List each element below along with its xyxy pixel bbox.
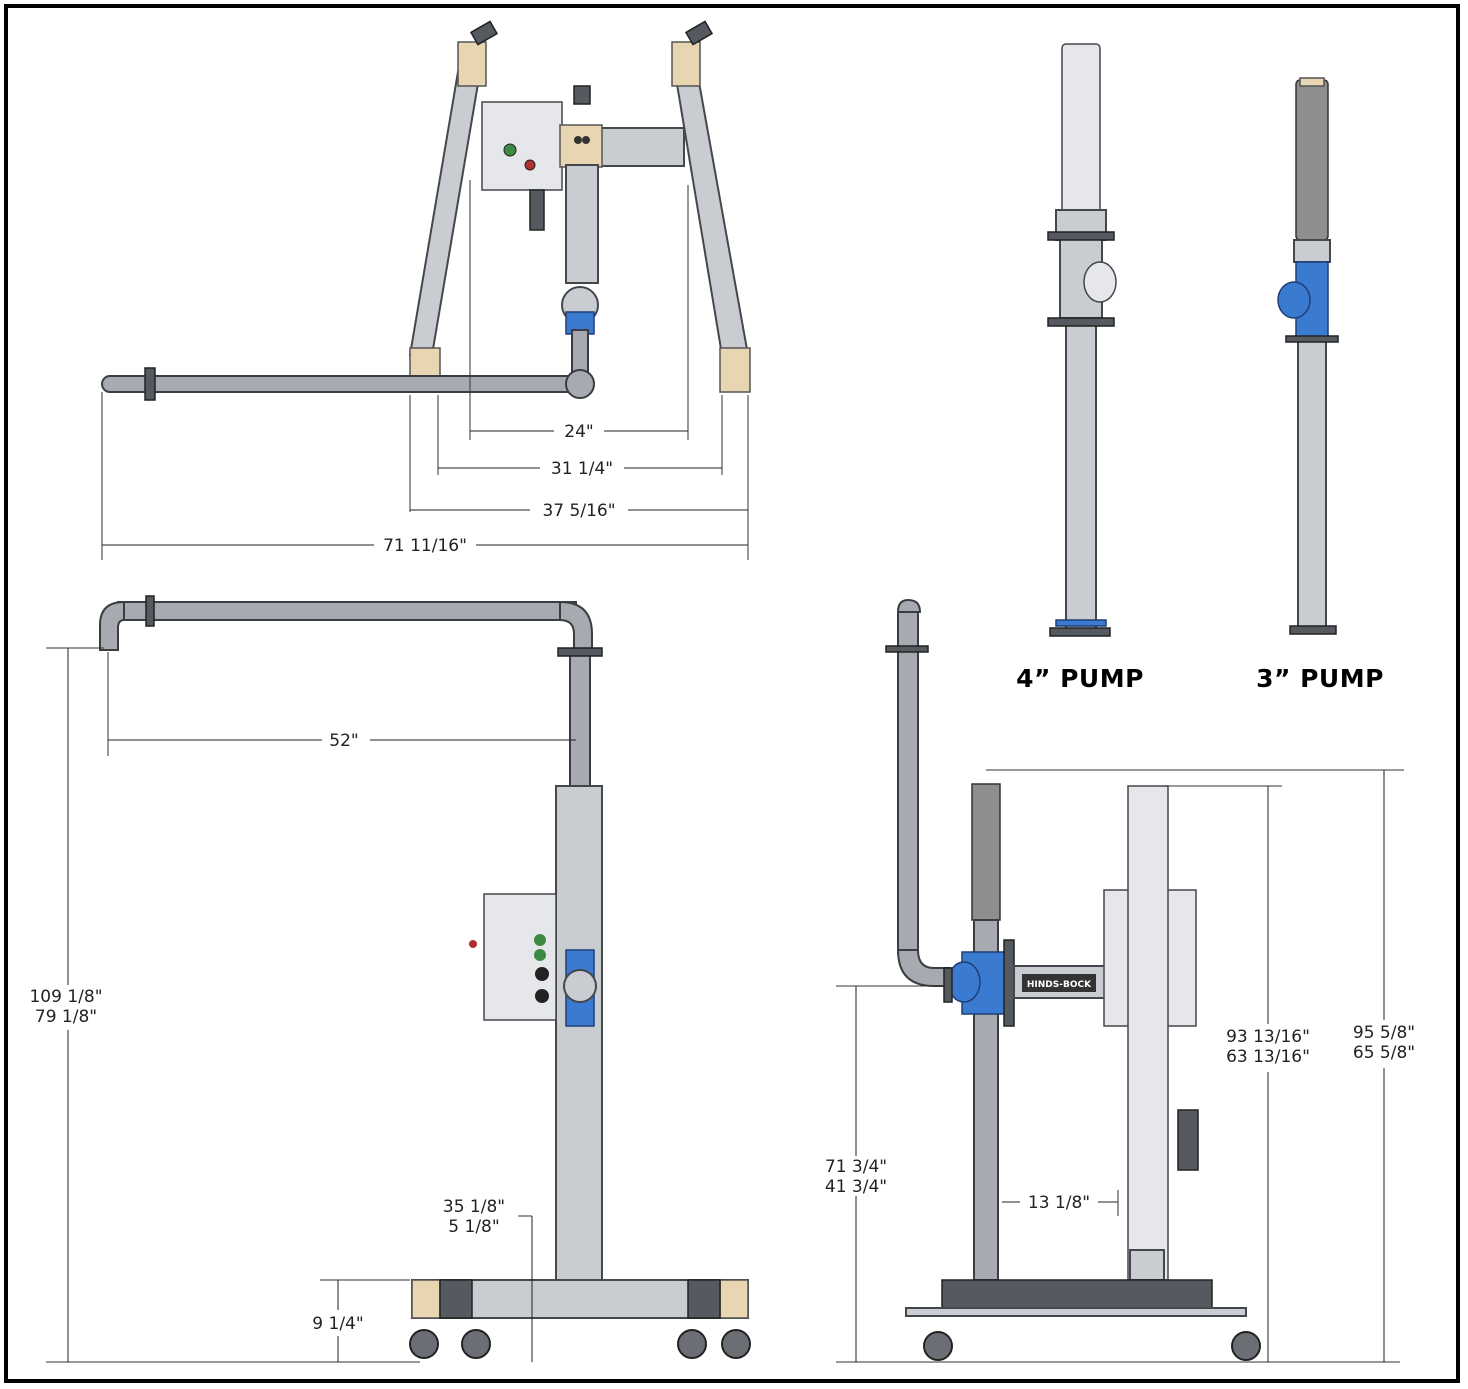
- right-bracket-icon: [684, 20, 714, 46]
- control-box: [481, 101, 563, 191]
- left-bracket-icon: [469, 20, 499, 46]
- elbow: [565, 369, 595, 399]
- dim-52: 52": [329, 731, 358, 751]
- right-leg: [671, 59, 750, 356]
- boom-elbow-right: [559, 600, 593, 651]
- brand-plate-text: HINDS-BOCK: [1027, 980, 1092, 990]
- drawing-frame: [4, 4, 1460, 1383]
- dim-inlet-1: 71 3/4": [825, 1157, 887, 1177]
- pipe-clamp: [144, 367, 156, 401]
- dim-outlet-2: 5 1/8": [448, 1217, 499, 1237]
- dim-31: 31 1/4": [551, 459, 613, 479]
- pump-4-illustration: [1047, 43, 1117, 637]
- column: [555, 785, 603, 1281]
- regulator: [1177, 1109, 1199, 1171]
- front-elbow: [896, 949, 951, 987]
- front-view: HINDS-BOCK 71 3/4" 41 3/4" 13 1/8" 93 13…: [825, 598, 1415, 1363]
- right-top-pad: [671, 41, 701, 87]
- dim-base: 9 1/4": [312, 1314, 363, 1334]
- dim-71: 71 11/16": [383, 536, 467, 556]
- side-view: 52" 109 1/8" 79 1/8" 35 1/8" 5 1/8" 9 1/…: [29, 595, 751, 1363]
- caster-wheels: [409, 1329, 751, 1359]
- top-view: 24" 31 1/4" 37 5/16" 71 11/16": [101, 20, 751, 560]
- pump-3-illustration: [1277, 77, 1339, 635]
- dim-height-2: 79 1/8": [35, 1007, 97, 1027]
- dim-outlet-1: 35 1/8": [443, 1197, 505, 1217]
- boom-pipe: [117, 601, 577, 621]
- pump-body: [565, 164, 599, 284]
- boom-elbow-left: [99, 600, 125, 651]
- dim-total-2: 65 5/8": [1353, 1043, 1415, 1063]
- dim-mast-2: 63 13/16": [1226, 1047, 1310, 1067]
- dim-mast-1: 93 13/16": [1226, 1027, 1310, 1047]
- front-pump-top: [971, 783, 1001, 921]
- knob-icon: [573, 85, 591, 105]
- pump-4-label: 4” PUMP: [1016, 664, 1144, 693]
- dim-height-1: 109 1/8": [29, 987, 102, 1007]
- dim-37: 37 5/16": [542, 501, 615, 521]
- left-leg: [408, 59, 484, 356]
- dim-inlet-2: 41 3/4": [825, 1177, 887, 1197]
- dim-24: 24": [564, 422, 593, 442]
- left-top-pad: [457, 41, 487, 87]
- discharge-pipe: [101, 375, 589, 393]
- fitting: [529, 189, 545, 231]
- dim-total-1: 95 5/8": [1353, 1023, 1415, 1043]
- front-caster-wheels: [923, 1331, 1261, 1361]
- pump-3-label: 3” PUMP: [1256, 664, 1384, 693]
- right-foot-pad: [719, 347, 751, 393]
- dim-offset: 13 1/8": [1028, 1193, 1090, 1213]
- mast: [1127, 785, 1169, 1281]
- brand-plate: [1022, 974, 1096, 992]
- pump-head: [559, 124, 603, 168]
- front-discharge-pipe: [897, 611, 919, 953]
